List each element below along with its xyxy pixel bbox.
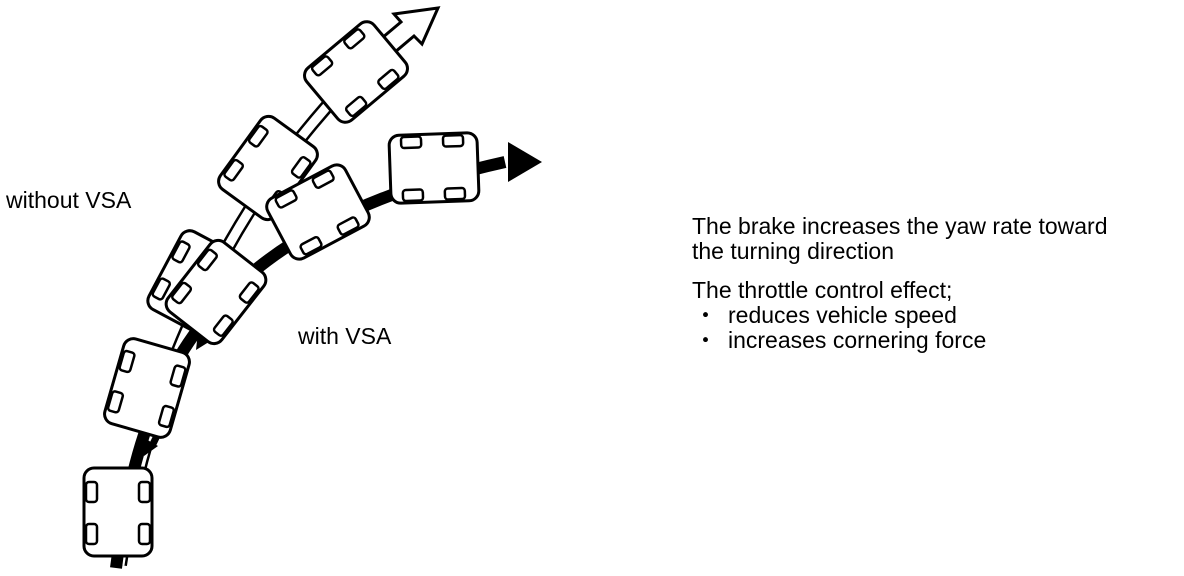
- bullet-icon: ・: [694, 302, 717, 328]
- bullet-text: reduces vehicle speed: [728, 302, 957, 328]
- explanation-notes: The brake increases the yaw rate toward …: [692, 214, 1107, 353]
- label-with-vsa: with VSA: [298, 323, 392, 349]
- brake-note-line2: the turning direction: [692, 238, 895, 264]
- brake-note-line1: The brake increases the yaw rate toward: [692, 213, 1108, 239]
- brake-arrow-icon: [144, 438, 158, 456]
- car-icon: [387, 130, 481, 206]
- solid-arrow-icon: [508, 142, 542, 182]
- bullet-text: increases cornering force: [728, 327, 987, 353]
- list-item: ・ increases cornering force: [692, 328, 1107, 353]
- label-without-vsa: without VSA: [6, 187, 132, 213]
- car-icon: [82, 466, 154, 558]
- throttle-heading: The throttle control effect;: [692, 277, 953, 303]
- car-icon: [100, 334, 194, 442]
- bullet-icon: ・: [694, 327, 717, 353]
- list-item: ・ reduces vehicle speed: [692, 303, 1107, 328]
